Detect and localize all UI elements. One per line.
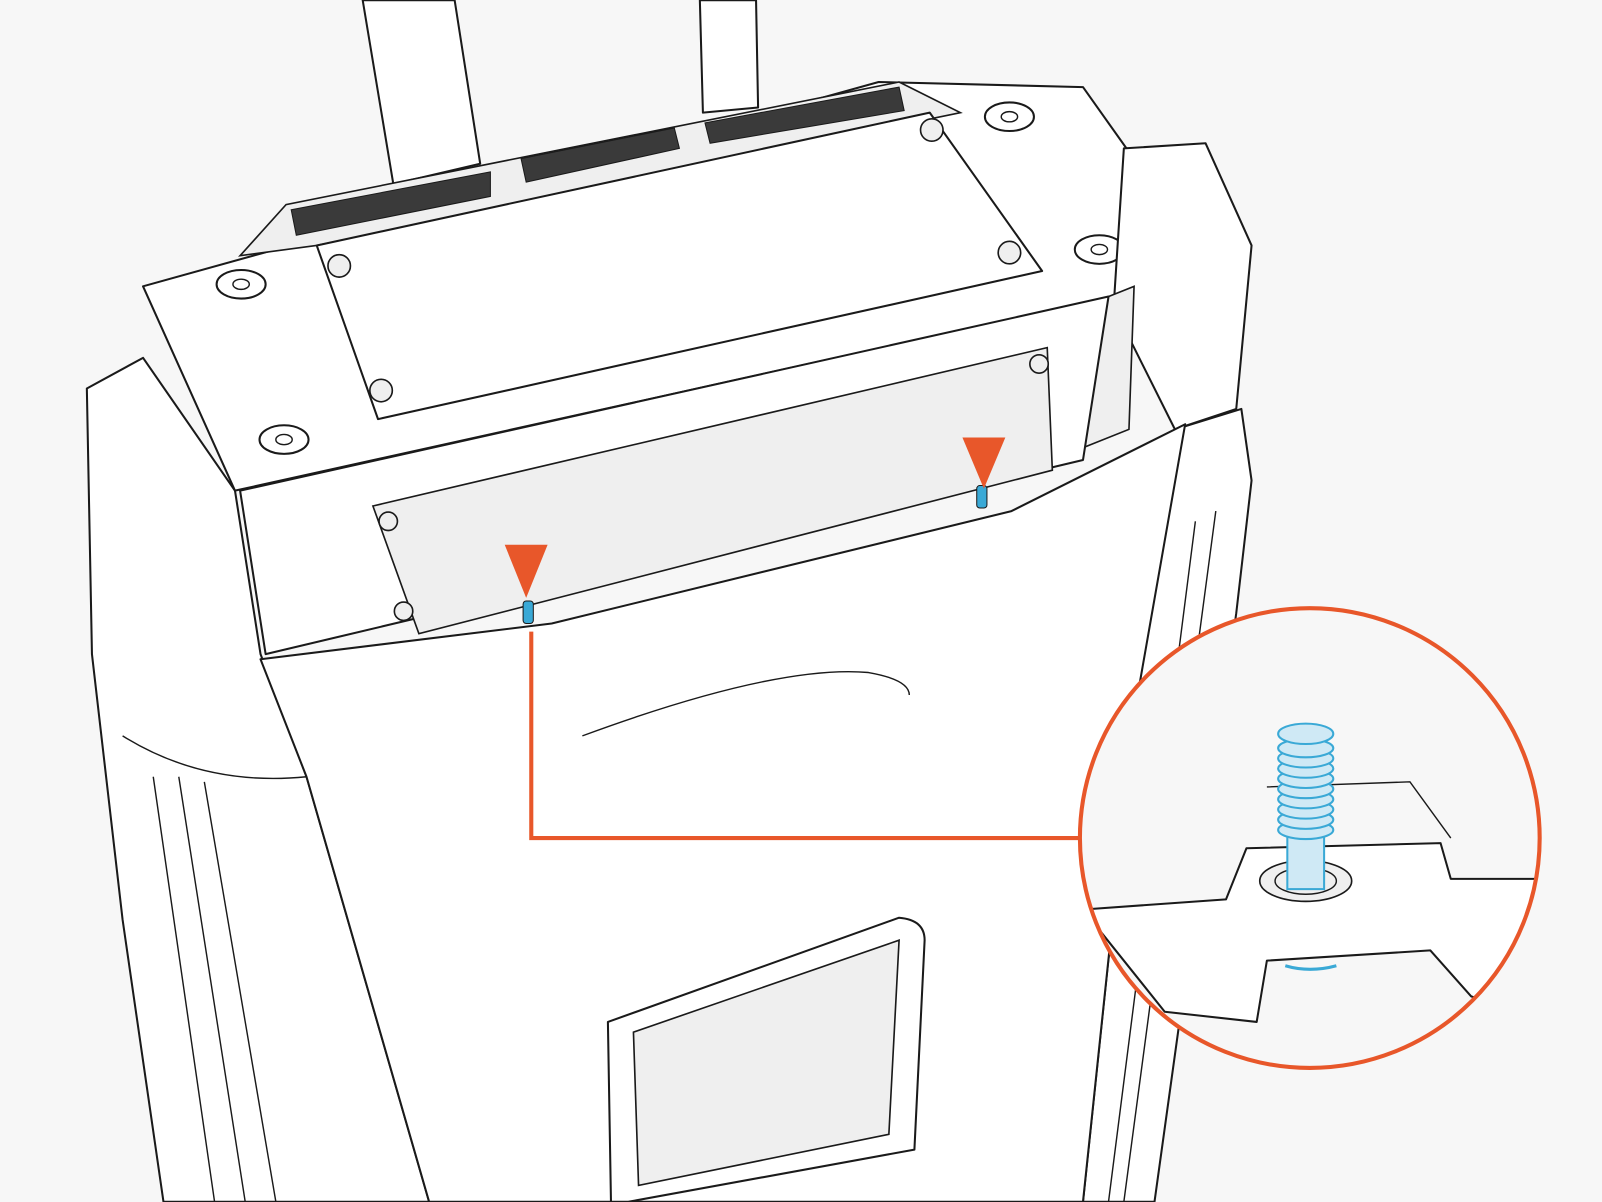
vent-grille: [520, 127, 681, 183]
arrow-down-marker-icon: [962, 437, 1006, 489]
arrow-down-marker-icon: [504, 544, 548, 598]
callout-magnifier-circle: [1077, 606, 1542, 1070]
vent-grille: [704, 86, 905, 144]
vent-grille: [290, 171, 491, 236]
top-cover-panel: [315, 111, 1044, 421]
callout-leader-line: [529, 631, 1081, 841]
mast-poles: [361, 0, 760, 186]
locating-pin-left: [522, 600, 534, 624]
display-screen: [632, 939, 900, 1187]
washers: [215, 101, 1125, 455]
pin-thread: [1277, 722, 1335, 841]
front-frame: [239, 295, 1110, 656]
front-door-panel: [259, 423, 1187, 1202]
locating-pin-right: [976, 485, 988, 509]
top-plate: [142, 80, 1197, 581]
